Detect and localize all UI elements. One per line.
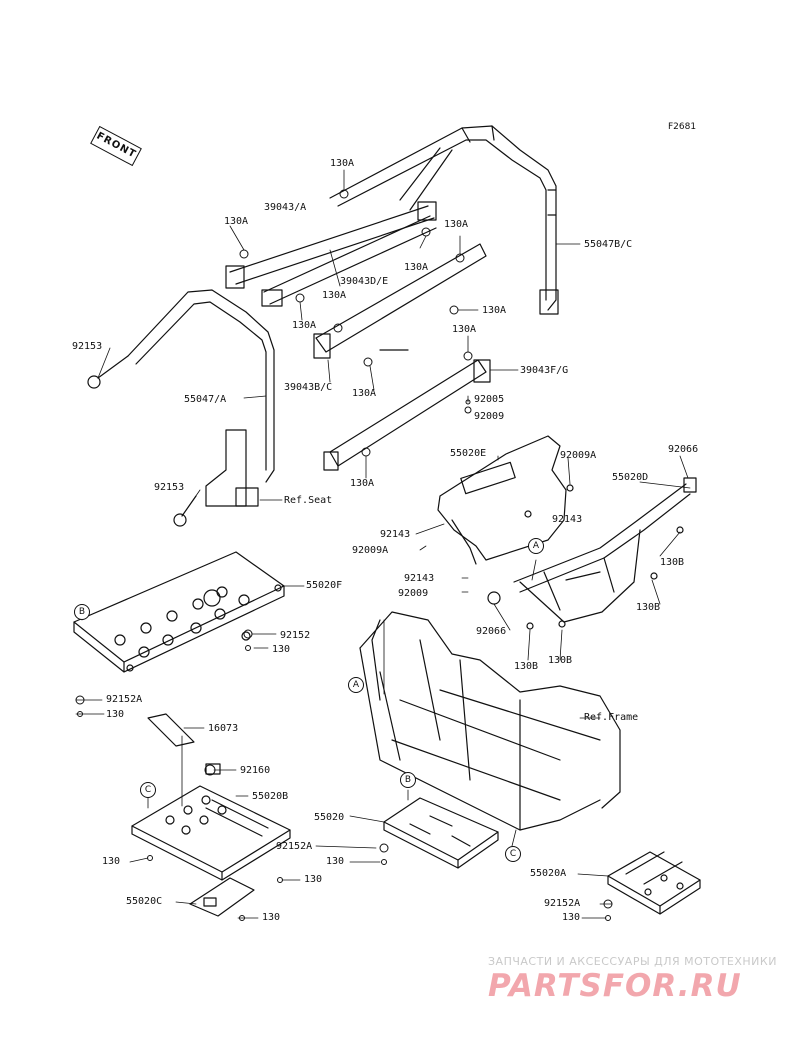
part-label-130a-10: 130A xyxy=(350,478,375,489)
part-label-130a-4: 130A xyxy=(444,219,469,230)
part-label-55047a: 55047/A xyxy=(184,394,227,405)
seat-base-55020e xyxy=(437,435,574,565)
skid-plate-55020 xyxy=(383,797,499,869)
part-label-55047bc: 55047B/C xyxy=(584,239,633,250)
part-label-92153-2: 92153 xyxy=(154,482,185,493)
cross-tube-39043a xyxy=(225,201,437,289)
callout-c-frame: C xyxy=(505,846,521,862)
part-label-55020f: 55020F xyxy=(306,580,343,591)
callout-a-seat: A xyxy=(528,538,544,554)
part-label-130a-6: 130A xyxy=(292,320,317,331)
seat-frame-55020d xyxy=(487,477,697,630)
part-label-130a-2: 130A xyxy=(224,216,249,227)
part-label-92009a-2: 92009A xyxy=(352,545,389,556)
part-label-55020a: 55020A xyxy=(530,868,567,879)
part-label-92152a-3: 92152A xyxy=(544,898,581,909)
part-label-55020e: 55020E xyxy=(450,448,487,459)
part-label-130b-1: 130B xyxy=(660,557,685,568)
part-label-130a-8: 130A xyxy=(452,324,477,335)
part-label-92152: 92152 xyxy=(280,630,311,641)
part-label-55020c: 55020C xyxy=(126,896,163,907)
part-label-130-6: 130 xyxy=(262,912,281,923)
part-label-39043fg: 39043F/G xyxy=(520,365,569,376)
ref-seat-label: Ref.Seat xyxy=(284,495,333,506)
part-label-92152a-1: 92152A xyxy=(106,694,143,705)
part-label-130-2: 130 xyxy=(106,709,125,720)
part-label-92143-2: 92143 xyxy=(552,514,583,525)
part-label-130-4: 130 xyxy=(102,856,121,867)
callout-a-frame: A xyxy=(348,677,364,693)
ref-frame-label: Ref.Frame xyxy=(584,712,639,723)
small-fasteners xyxy=(75,629,613,921)
part-label-92066-2: 92066 xyxy=(476,626,507,637)
part-label-130-1: 130 xyxy=(272,644,291,655)
part-label-130b-4: 130B xyxy=(548,655,573,666)
part-label-130-5: 130 xyxy=(304,874,323,885)
part-label-39043a: 39043/A xyxy=(264,202,307,213)
part-label-130-7: 130 xyxy=(562,912,581,923)
part-label-55020b: 55020B xyxy=(252,791,289,802)
skid-plate-55020c xyxy=(189,877,255,917)
part-label-92009: 92009 xyxy=(474,411,505,422)
part-label-92160: 92160 xyxy=(240,765,271,776)
roll-bar-rear xyxy=(329,125,559,315)
brace-39043bc xyxy=(313,243,487,359)
part-label-16073: 16073 xyxy=(208,723,239,734)
brace-39043fg xyxy=(323,359,491,471)
callout-b-frame: B xyxy=(400,772,416,788)
part-label-130a-3: 130A xyxy=(404,262,429,273)
part-label-92143-3: 92143 xyxy=(404,573,435,584)
skid-plate-55020b xyxy=(131,763,291,881)
part-label-92066-1: 92066 xyxy=(668,444,699,455)
part-label-92153-1: 92153 xyxy=(72,341,103,352)
part-label-130b-2: 130B xyxy=(636,602,661,613)
watermark-logo: PARTSFOR.RU xyxy=(488,968,742,1004)
leader-lines xyxy=(75,169,691,919)
part-label-130a-1: 130A xyxy=(330,158,355,169)
watermark-caption: ЗАПЧАСТИ И АКСЕССУАРЫ ДЛЯ МОТОТЕХНИКИ xyxy=(488,955,777,968)
part-label-55020: 55020 xyxy=(314,812,345,823)
part-label-130a-9: 130A xyxy=(352,388,377,399)
part-label-130b-3: 130B xyxy=(514,661,539,672)
part-label-92009-2: 92009 xyxy=(398,588,429,599)
callout-b-plate: B xyxy=(74,604,90,620)
part-label-130a-5: 130A xyxy=(322,290,347,301)
part-label-92143-1: 92143 xyxy=(380,529,411,540)
part-label-55020d: 55020D xyxy=(612,472,649,483)
part-label-39043bc: 39043B/C xyxy=(284,382,333,393)
part-label-92005: 92005 xyxy=(474,394,505,405)
label-16073 xyxy=(147,713,195,747)
bolts-130a xyxy=(239,189,473,457)
cross-tube-39043de xyxy=(261,215,437,307)
figure-code: F2681 xyxy=(668,122,697,132)
floor-plate-55020f xyxy=(73,551,285,673)
part-label-92009a-1: 92009A xyxy=(560,450,597,461)
part-label-130a-7: 130A xyxy=(482,305,507,316)
part-label-92152a-2: 92152A xyxy=(276,841,313,852)
main-frame xyxy=(359,611,621,831)
part-label-130-3: 130 xyxy=(326,856,345,867)
part-label-39043de: 39043D/E xyxy=(340,276,389,287)
skid-plate-55020a xyxy=(607,851,701,915)
callout-c-plate: C xyxy=(140,782,156,798)
